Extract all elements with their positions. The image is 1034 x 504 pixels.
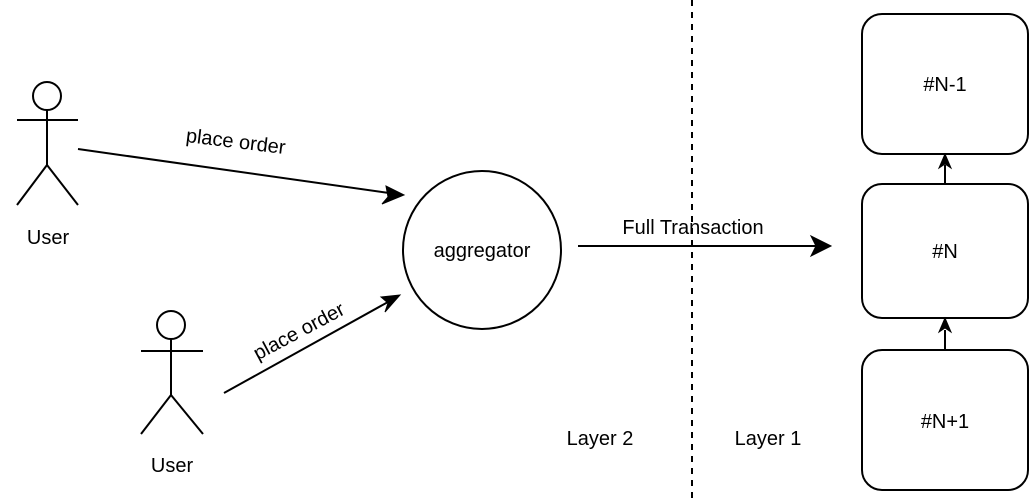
full-transaction-label: Full Transaction	[622, 217, 763, 239]
layer-2-label: Layer 2	[567, 428, 634, 450]
place-order-arrow-bottom	[223, 294, 402, 394]
block-n-minus-1-label: #N-1	[923, 74, 966, 96]
place-order-label-top: place order	[185, 125, 287, 159]
aggregator-label: aggregator	[434, 240, 531, 262]
block-n-plus-1-label: #N+1	[921, 411, 969, 433]
chain-arrow-lower	[937, 316, 953, 350]
user-label-bottom: User	[151, 455, 194, 477]
layer-1-label: Layer 1	[735, 428, 802, 450]
user-label-top: User	[27, 227, 70, 249]
aggregator-node	[402, 170, 562, 330]
full-transaction-arrow	[578, 234, 833, 258]
chain-arrow-upper	[937, 152, 953, 184]
user-actor-bottom	[140, 310, 204, 435]
place-order-arrow-top	[77, 148, 406, 205]
user-actor-top	[16, 81, 79, 206]
block-n-label: #N	[932, 241, 958, 263]
